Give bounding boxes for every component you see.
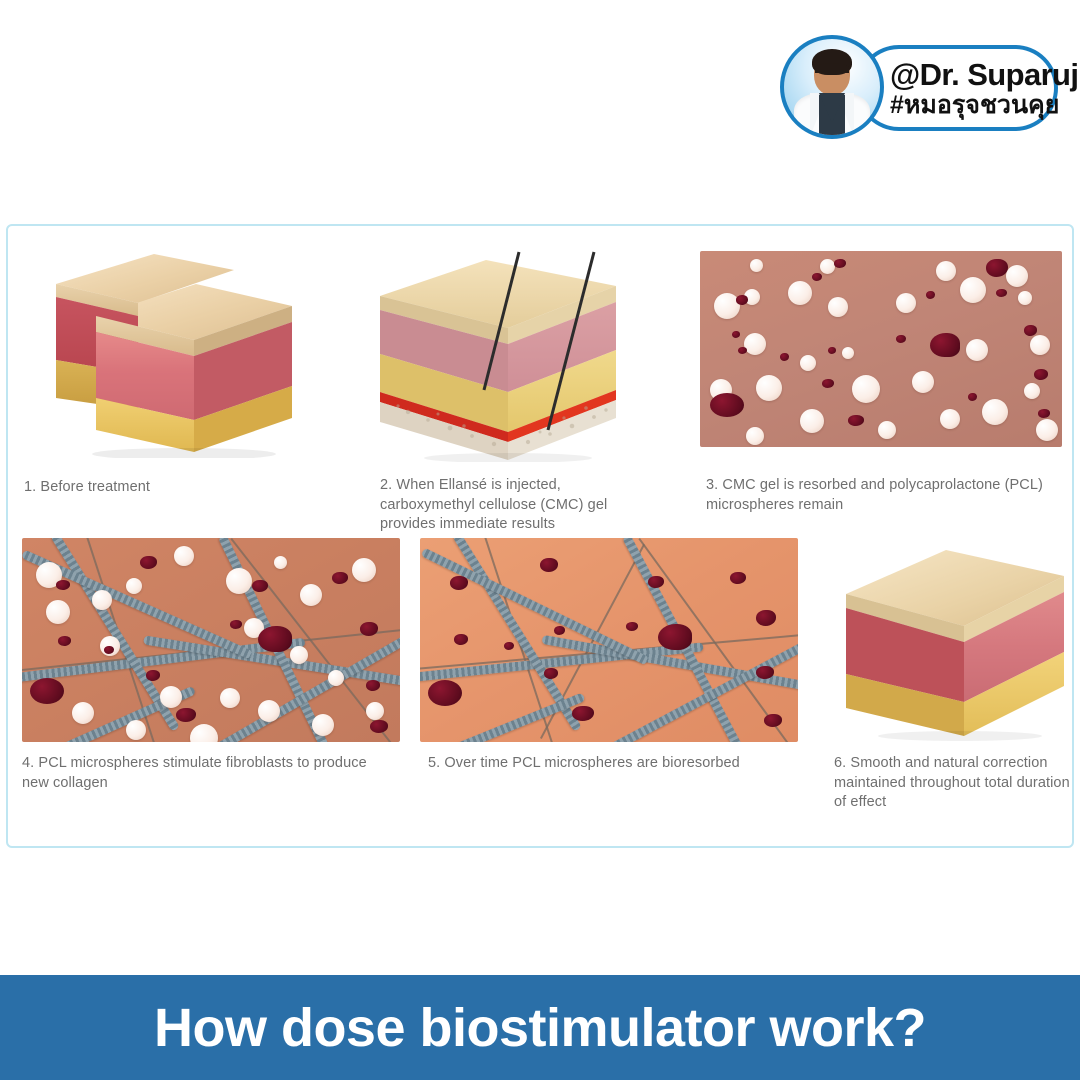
figure-step-6 — [828, 536, 1072, 744]
figure-step-4 — [22, 538, 400, 742]
figure-step-3 — [700, 251, 1062, 447]
page-title: How dose biostimulator work? — [153, 997, 927, 1058]
diagram-card: 1. Before treatment — [6, 224, 1074, 848]
caption-step-3: 3. CMC gel is resorbed and polycaprolact… — [706, 477, 1043, 513]
doctor-portrait-icon — [780, 35, 884, 139]
avatar — [778, 33, 890, 143]
collagen-fiber — [420, 547, 650, 666]
brand-handle: @Dr. Suparuj — [890, 57, 1079, 93]
brand-text-group: @Dr. Suparuj #หมอรุจชวนคุย — [882, 47, 1079, 131]
needle-right-icon — [546, 251, 596, 431]
skin-cross-section-with-needles-icon — [380, 251, 616, 463]
collar-shape — [819, 93, 845, 123]
bottom-banner: How dose biostimulator work? — [0, 975, 1080, 1080]
caption-step-6: 6. Smooth and natural correction maintai… — [834, 755, 1070, 811]
figure-step-2 — [368, 246, 628, 463]
brand-pill — [856, 45, 1058, 131]
caption-step-4: 4. PCL microspheres stimulate fibroblast… — [22, 755, 367, 791]
figure-step-5 — [420, 538, 798, 742]
hair-shape — [812, 49, 852, 75]
brand-hashtag: #หมอรุจชวนคุย — [890, 91, 1060, 120]
caption-step-2: 2. When Ellansé is injected, carboxymeth… — [380, 477, 608, 533]
needle-left-icon — [482, 251, 521, 391]
caption-step-5: 5. Over time PCL microspheres are biores… — [428, 755, 740, 771]
skin-cross-section-stepped-icon — [56, 254, 292, 460]
caption-step-1: 1. Before treatment — [24, 479, 151, 495]
brand-badge: @Dr. Suparuj #หมอรุจชวนคุย — [778, 33, 1079, 143]
figure-step-1 — [34, 248, 310, 460]
skin-cross-section-smooth-icon — [846, 550, 1064, 741]
